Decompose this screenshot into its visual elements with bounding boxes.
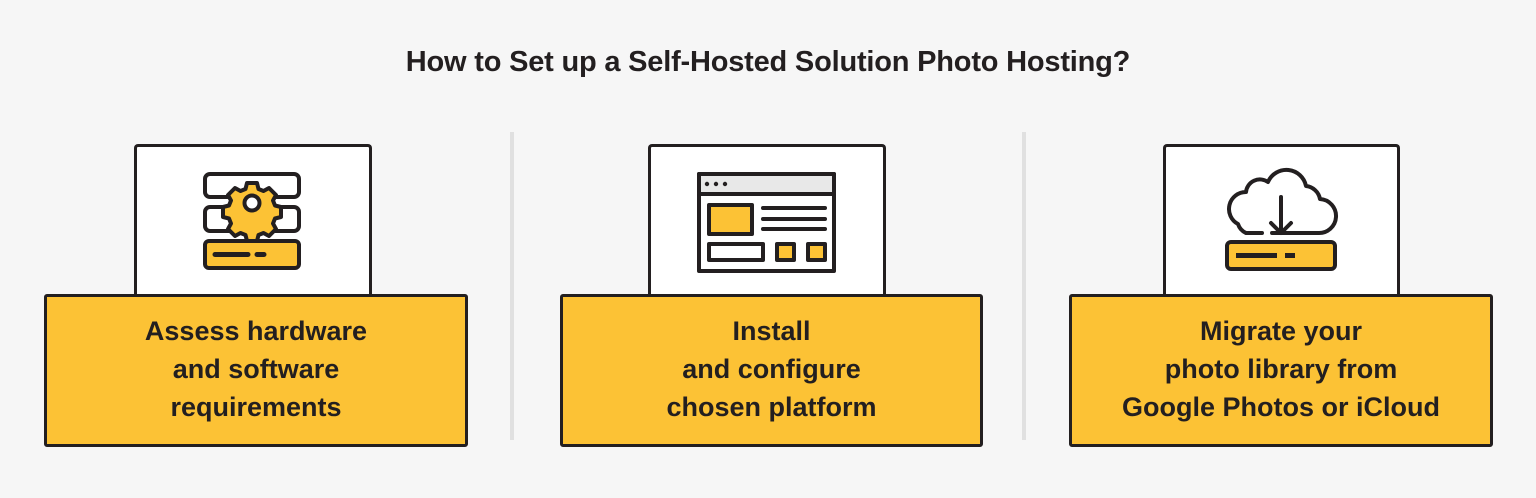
browser-window-icon <box>697 172 836 273</box>
page-title: How to Set up a Self-Hosted Solution Pho… <box>405 46 1131 78</box>
step-2-label: Install and configure chosen platform <box>666 315 877 422</box>
step-1-label-box: Assess hardware and software requirement… <box>44 294 468 447</box>
column-divider-2 <box>1022 132 1026 440</box>
step-3-icon-card <box>1163 144 1400 300</box>
step-1-icon-card <box>134 144 372 300</box>
column-divider-1 <box>510 132 514 440</box>
cloud-download-icon <box>1225 167 1338 271</box>
step-2-label-box: Install and configure chosen platform <box>560 294 983 447</box>
step-2-icon-card <box>648 144 886 300</box>
step-3-label: Migrate your photo library from Google P… <box>1122 315 1440 422</box>
server-gear-icon <box>203 172 301 270</box>
step-3-label-box: Migrate your photo library from Google P… <box>1069 294 1493 447</box>
step-1-label: Assess hardware and software requirement… <box>144 315 368 422</box>
